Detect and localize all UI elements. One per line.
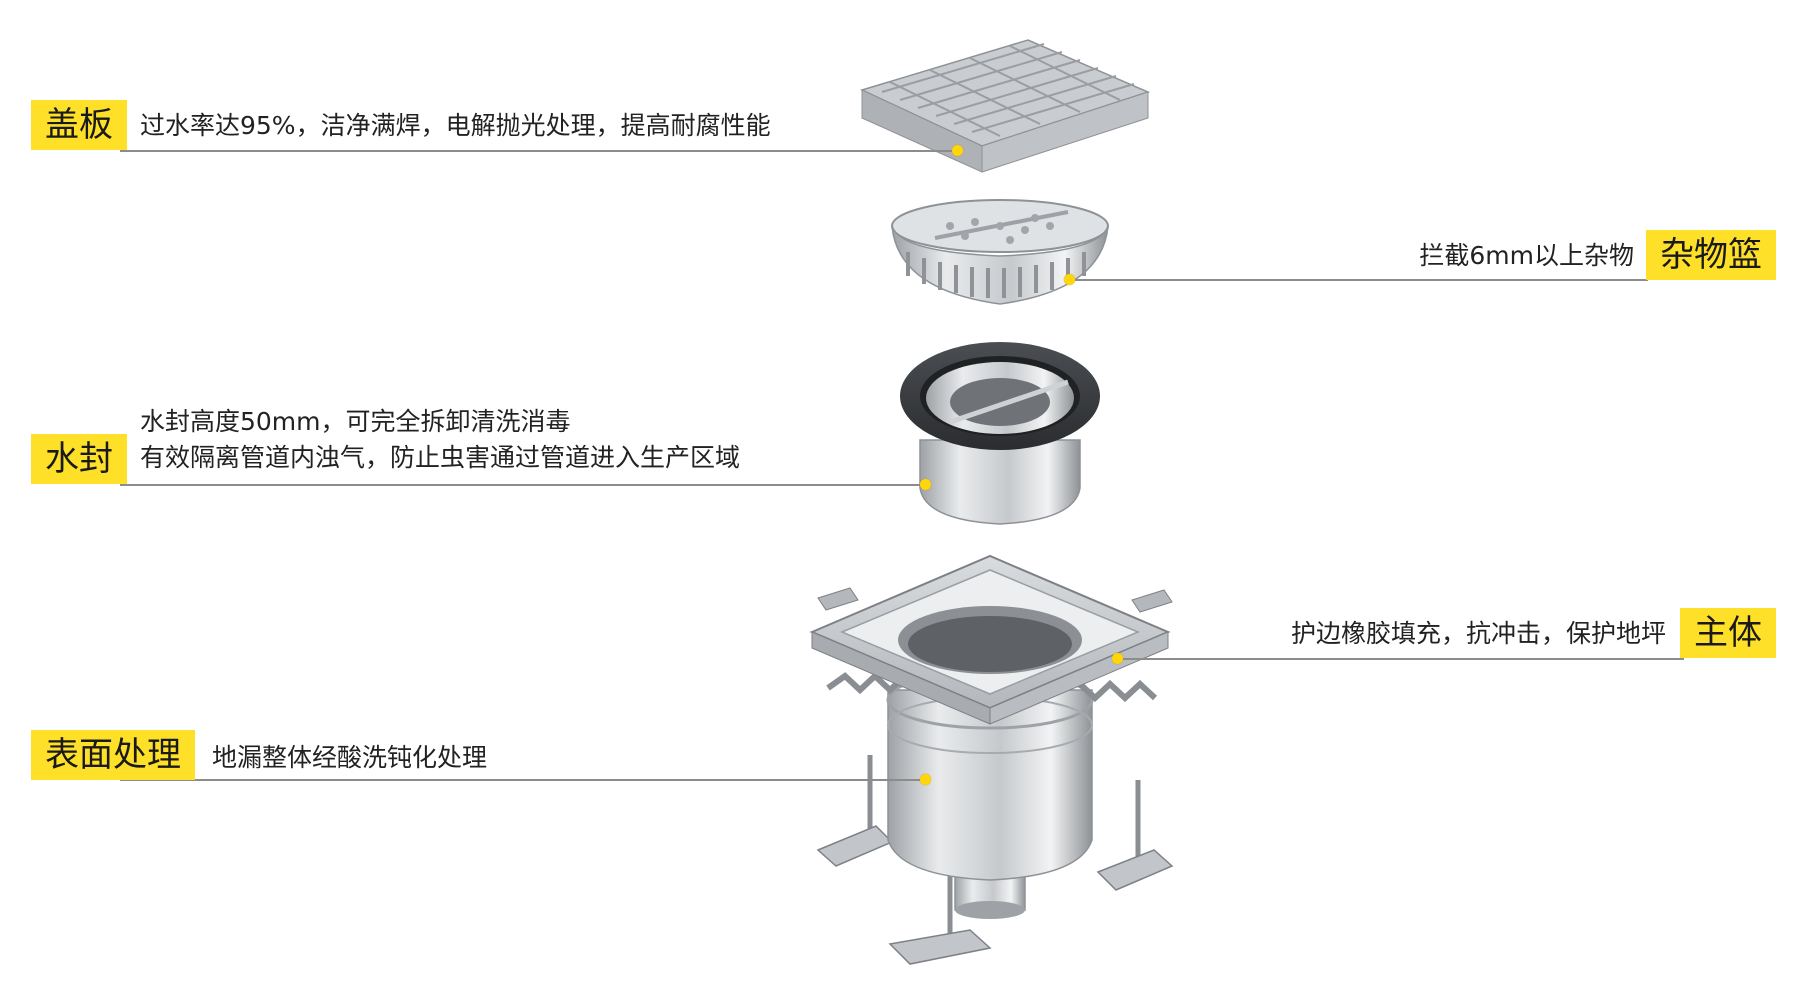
cover-desc: 过水率达95%，洁净满焊，电解抛光处理，提高耐腐性能 — [140, 108, 771, 144]
leader-line-surface — [120, 779, 926, 781]
leader-line-cover — [120, 150, 958, 152]
basket-tag: 杂物篮 — [1646, 230, 1776, 280]
leader-line-body — [1118, 658, 1684, 660]
leader-dot-basket — [1064, 274, 1075, 285]
water-seal — [900, 342, 1100, 525]
leader-dot-body — [1112, 653, 1123, 664]
leader-dot-surface — [920, 774, 931, 785]
debris-basket — [891, 199, 1109, 305]
seal-desc-line-1: 水封高度50mm，可完全拆卸清洗消毒 — [140, 407, 571, 436]
seal-desc: 水封高度50mm，可完全拆卸清洗消毒 有效隔离管道内浊气，防止虫害通过管道进入生… — [140, 404, 740, 476]
basket-desc-line-1: 拦截6mm以上杂物 — [1419, 241, 1634, 270]
cover-tag: 盖板 — [31, 100, 127, 150]
cover-plate — [859, 39, 1151, 173]
drain-body — [809, 554, 1174, 965]
surface-tag: 表面处理 — [31, 730, 195, 780]
basket-desc: 拦截6mm以上杂物 — [1419, 238, 1634, 274]
cover-desc-line-1: 过水率达95%，洁净满焊，电解抛光处理，提高耐腐性能 — [140, 111, 771, 140]
body-desc: 护边橡胶填充，抗冲击，保护地坪 — [1291, 616, 1666, 652]
body-tag: 主体 — [1680, 608, 1776, 658]
surface-desc-line-1: 地漏整体经酸洗钝化处理 — [212, 743, 488, 772]
leader-dot-seal — [920, 479, 931, 490]
leader-line-basket — [1070, 279, 1648, 281]
seal-desc-line-2: 有效隔离管道内浊气，防止虫害通过管道进入生产区域 — [140, 443, 741, 472]
leader-line-seal — [120, 484, 926, 486]
body-desc-line-1: 护边橡胶填充，抗冲击，保护地坪 — [1290, 619, 1666, 648]
surface-desc: 地漏整体经酸洗钝化处理 — [212, 740, 487, 776]
seal-tag: 水封 — [31, 434, 127, 484]
leader-dot-cover — [952, 145, 963, 156]
